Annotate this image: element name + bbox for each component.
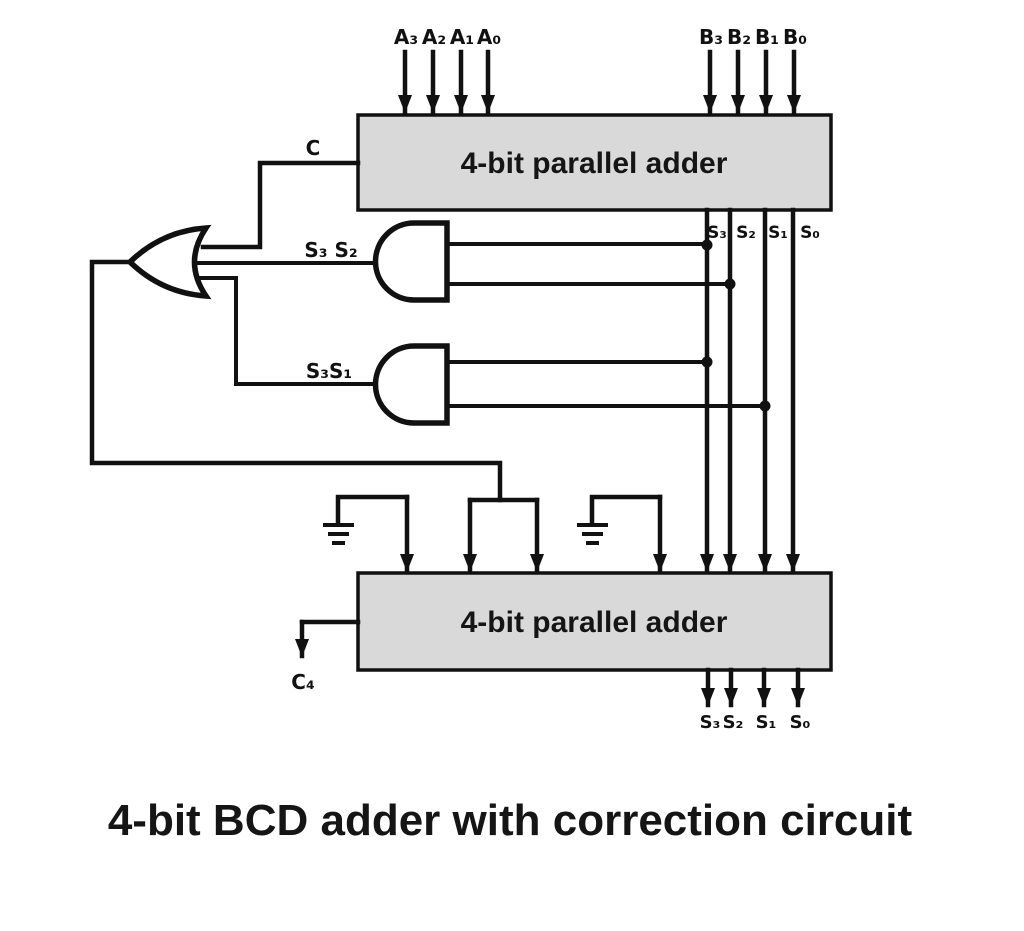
input-arrows	[398, 49, 801, 115]
label-a3: A₃	[394, 25, 418, 49]
carry-out-group: C₄	[291, 619, 361, 694]
sum-out-label-s3: S₃	[700, 712, 721, 733]
junction-s3-upper	[701, 239, 713, 251]
or-gate	[126, 224, 212, 300]
carry-label: C	[306, 136, 321, 160]
and-upper-group: S₃ S₂	[192, 220, 736, 303]
junction-s2	[724, 278, 736, 290]
label-a2: A₂	[422, 25, 446, 49]
label-b0: B₀	[783, 25, 807, 49]
carry-out-label: C₄	[291, 670, 314, 694]
caption: 4-bit BCD adder with correction circuit	[108, 796, 913, 845]
sum-out-group: S₃ S₂ S₁ S₀	[700, 667, 811, 733]
and-upper-label: S₃ S₂	[304, 238, 357, 262]
ground-left-group	[323, 494, 414, 574]
input-labels-a: A₃ A₂ A₁ A₀	[394, 25, 501, 49]
ground-left-icon	[323, 523, 354, 545]
sum-out-label-s1: S₁	[756, 712, 777, 733]
sum-mid-label-s1: S₁	[768, 223, 788, 243]
sum-mid-label-s2: S₂	[736, 223, 756, 243]
ground-right-wire	[589, 494, 663, 527]
and-lower-group: S₃S₁	[195, 276, 771, 426]
label-b2: B₂	[727, 25, 751, 49]
sum-out-label-s0: S₀	[790, 712, 811, 733]
sum-lines-mid: S₃ S₂ S₁ S₀	[700, 207, 820, 574]
carry-wire	[200, 160, 361, 250]
adder2-label: 4-bit parallel adder	[461, 606, 728, 639]
label-a0: A₀	[477, 25, 501, 49]
adder2-box	[356, 571, 833, 672]
adder1-label: 4-bit parallel adder	[461, 147, 728, 180]
junction-s3-lower	[701, 356, 713, 368]
input-labels-b: B₃ B₂ B₁ B₀	[699, 25, 807, 49]
sum-mid-label-s3: S₃	[707, 223, 727, 243]
label-b1: B₁	[755, 25, 779, 49]
and-lower-label: S₃S₁	[306, 359, 352, 383]
or-output-wire	[89, 259, 503, 503]
or-gate-group	[89, 224, 544, 574]
sum-mid-label-s0: S₀	[800, 223, 820, 243]
sum-out-label-s2: S₂	[723, 712, 744, 733]
label-b3: B₃	[699, 25, 723, 49]
junction-s1	[759, 400, 771, 412]
carry-wire-group: C	[200, 136, 361, 250]
and-gate-upper	[372, 220, 450, 303]
and-gate-lower	[372, 343, 450, 426]
ground-right-group	[577, 494, 667, 574]
ground-right-icon	[577, 523, 608, 545]
and-lower-output	[195, 276, 380, 386]
label-a1: A₁	[450, 25, 474, 49]
ground-left-wire	[335, 494, 410, 527]
